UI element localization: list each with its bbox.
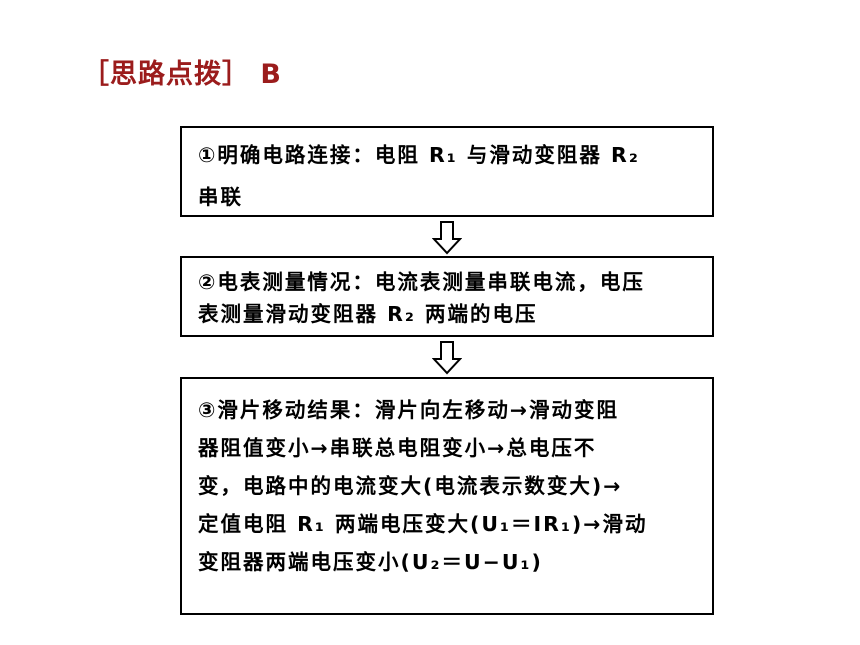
step-3-box: ③滑片移动结果：滑片向左移动→滑动变阻 器阻值变小→串联总电阻变小→总电压不 变…: [180, 377, 714, 615]
step-3-line-1: ③滑片移动结果：滑片向左移动→滑动变阻: [198, 398, 620, 422]
step-2-line-2: 表测量滑动变阻器 R₂ 两端的电压: [198, 302, 538, 326]
step-2-line-1: ②电表测量情况：电流表测量串联电流，电压: [198, 270, 645, 294]
step-3-line-2: 器阻值变小→串联总电阻变小→总电压不: [198, 436, 597, 460]
down-arrow-icon: [432, 221, 462, 255]
hint-heading: ［思路点拨］ B: [82, 59, 282, 90]
step-3-line-5: 变阻器两端电压变小(U₂＝U−U₁): [198, 550, 543, 574]
step-1-line-1: ①明确电路连接：电阻 R₁ 与滑动变阻器 R₂: [198, 143, 640, 167]
step-2-box: ②电表测量情况：电流表测量串联电流，电压 表测量滑动变阻器 R₂ 两端的电压: [180, 256, 714, 337]
step-3-line-4: 定值电阻 R₁ 两端电压变大(U₁＝IR₁)→滑动: [198, 512, 648, 536]
step-3-line-3: 变，电路中的电流变大(电流表示数变大)→: [198, 474, 623, 498]
step-1-line-2: 串联: [198, 185, 243, 209]
down-arrow-icon: [432, 341, 462, 375]
step-1-box: ①明确电路连接：电阻 R₁ 与滑动变阻器 R₂ 串联: [180, 126, 714, 217]
